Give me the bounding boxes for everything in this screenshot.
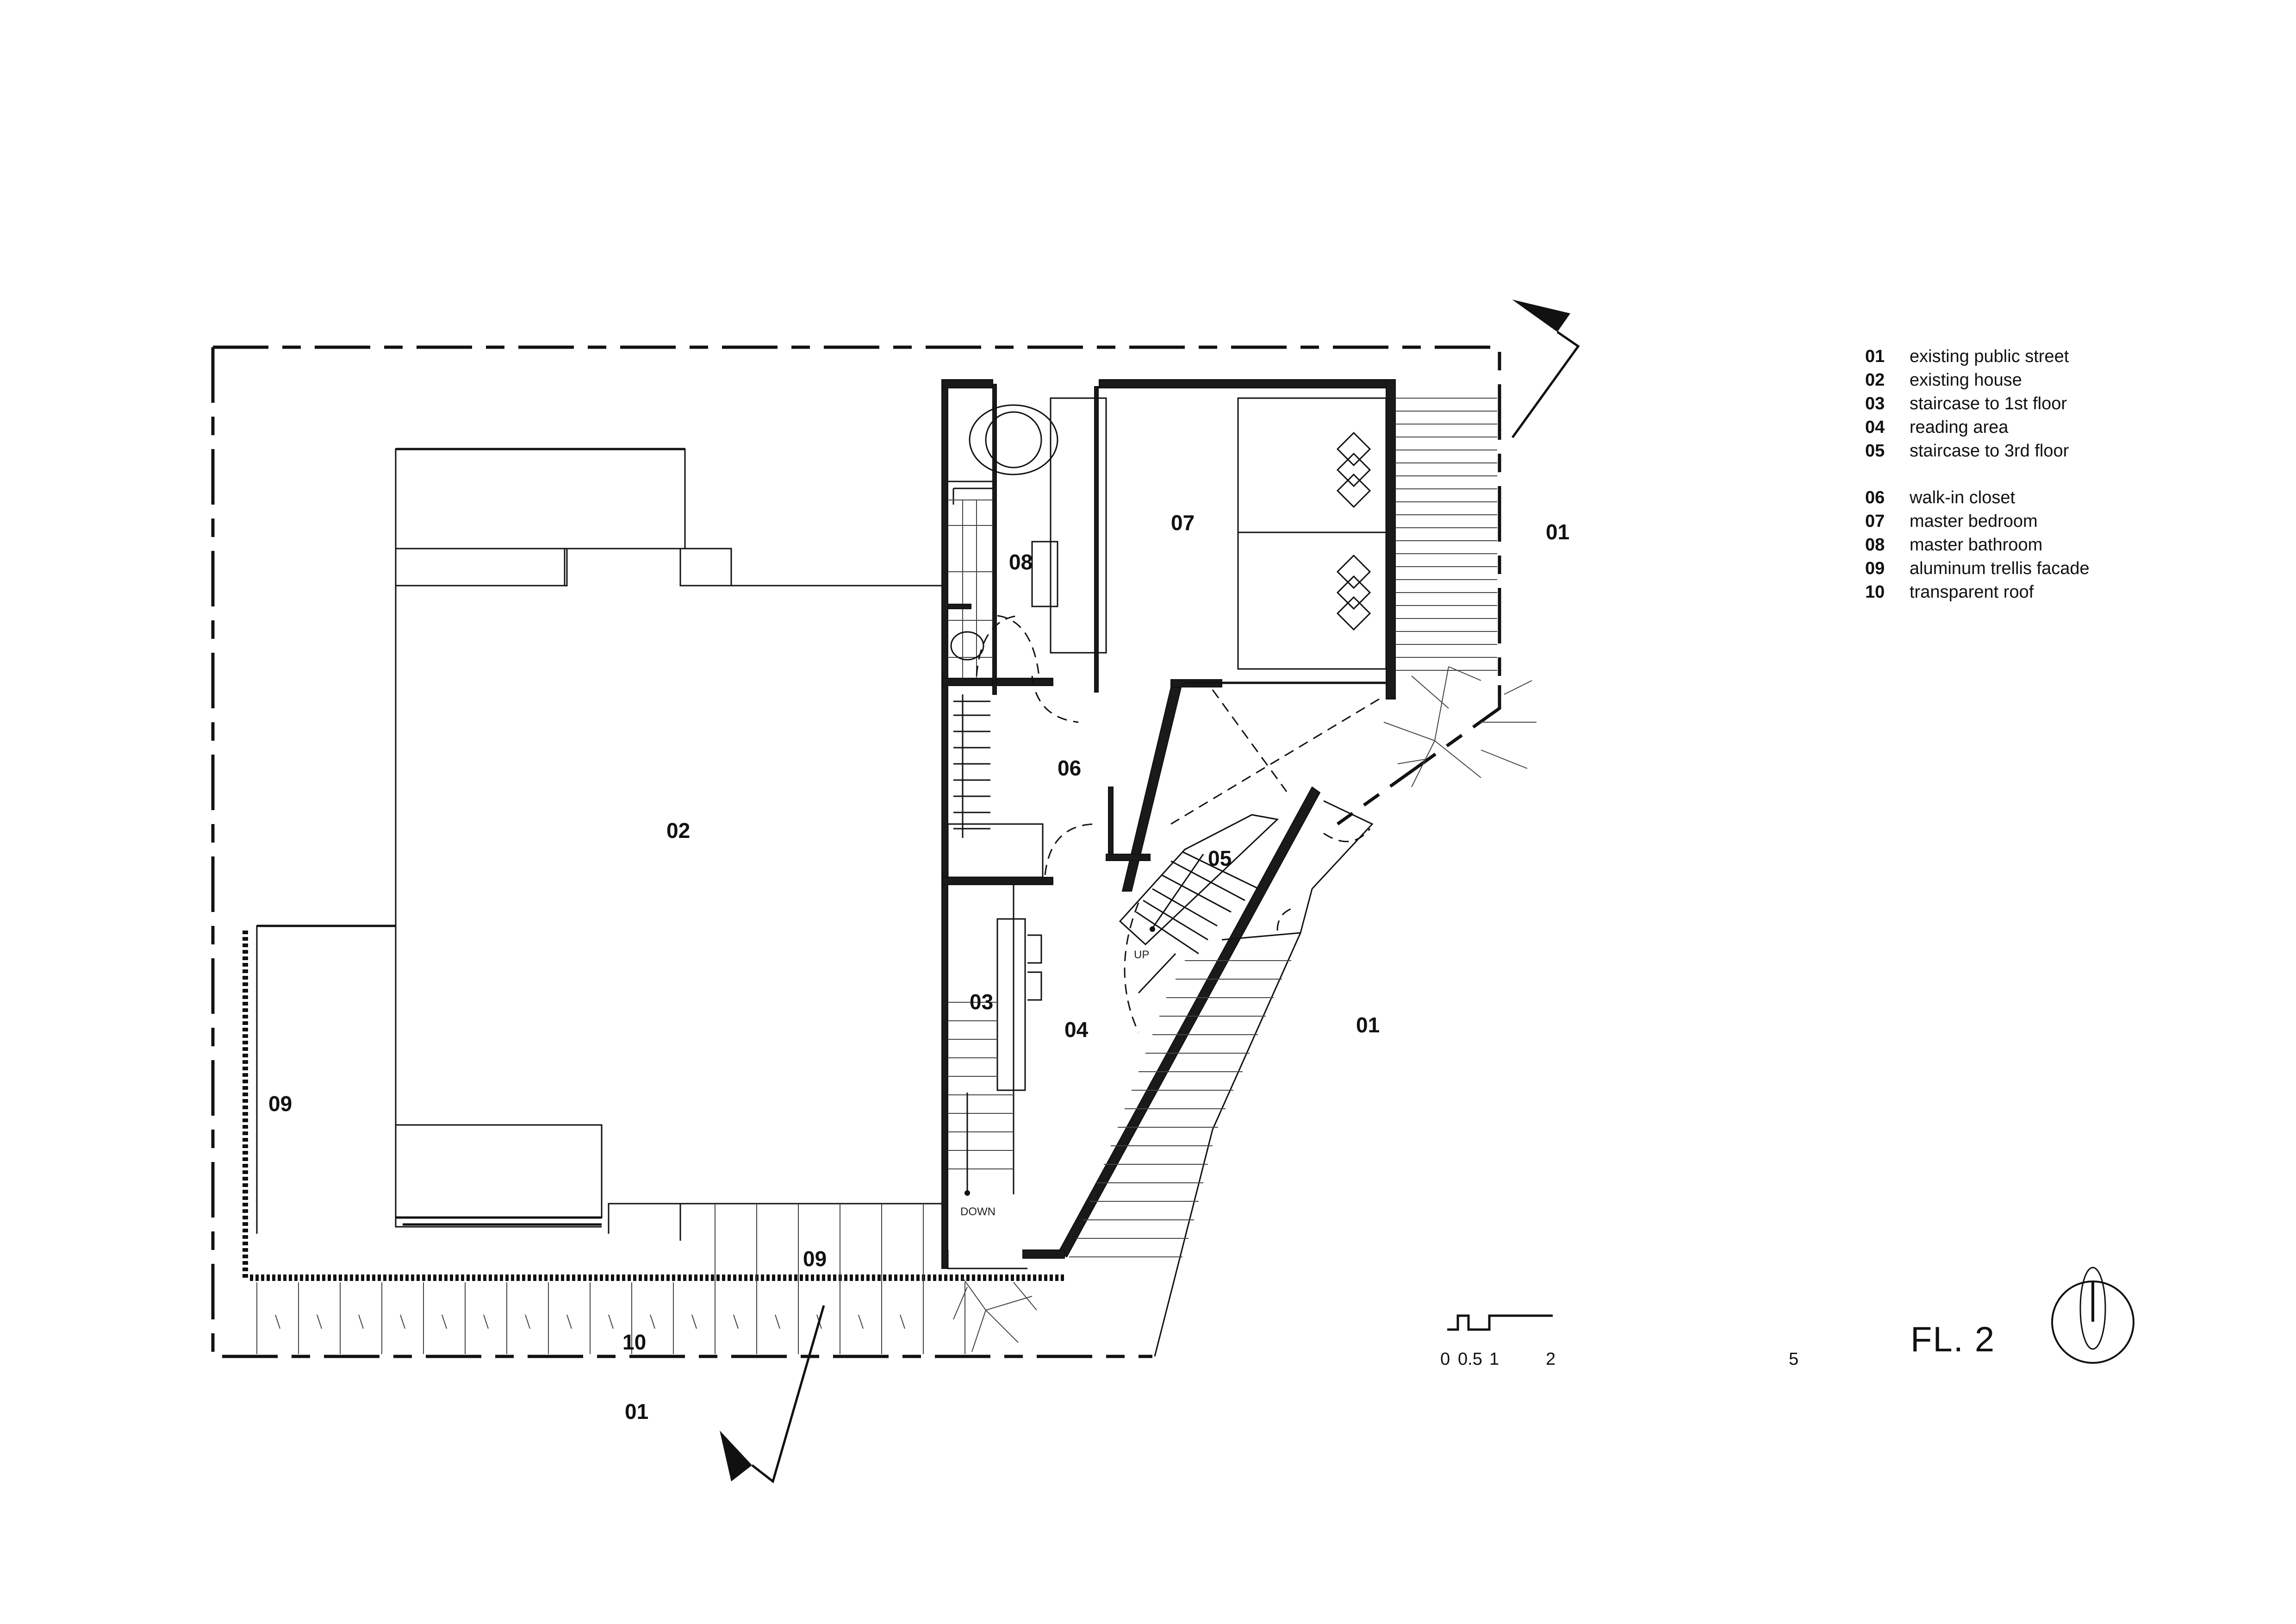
legend-text: master bathroom bbox=[1910, 535, 2043, 555]
scale-bar bbox=[1447, 1314, 1553, 1331]
scale-tick-label: 2 bbox=[1546, 1349, 1556, 1369]
room-label-09-south: 09 bbox=[803, 1247, 827, 1271]
bed bbox=[1031, 397, 1387, 723]
scale-tick-label: 5 bbox=[1789, 1349, 1799, 1369]
legend-number: 07 bbox=[1865, 512, 1885, 531]
legend-text: walk-in closet bbox=[1910, 488, 2016, 507]
deck-slats-right bbox=[1395, 398, 1497, 671]
existing-house-outline bbox=[256, 448, 946, 1241]
trellis-facade bbox=[243, 931, 1064, 1281]
ramp-slats bbox=[1069, 800, 1374, 1357]
staircase-03 bbox=[947, 1002, 1027, 1269]
legend-item: 02 existing house bbox=[1865, 369, 2090, 392]
legend-item: 10 transparent roof bbox=[1865, 581, 2090, 604]
staircase-05 bbox=[1119, 814, 1279, 1033]
section-marker-icon-top bbox=[1511, 300, 1580, 438]
tree-icon bbox=[953, 666, 1537, 1352]
legend-item: 05 staircase to 3rd floor bbox=[1865, 439, 2090, 463]
section-marker-icon-bottom bbox=[720, 1305, 825, 1484]
legend-number: 04 bbox=[1865, 418, 1885, 437]
legend-number: 08 bbox=[1865, 535, 1885, 555]
reading-desk bbox=[996, 884, 1042, 1194]
legend-number: 01 bbox=[1865, 347, 1885, 366]
legend-item: 09 aluminum trellis facade bbox=[1865, 557, 2090, 581]
room-label-06: 06 bbox=[1058, 756, 1081, 780]
legend-item: 08 master bathroom bbox=[1865, 533, 2090, 557]
legend-text: existing public street bbox=[1910, 347, 2069, 366]
bathroom-fixtures bbox=[947, 404, 1058, 678]
void-lines bbox=[1170, 689, 1380, 825]
room-label-04: 04 bbox=[1064, 1018, 1089, 1042]
legend-text: aluminum trellis facade bbox=[1910, 559, 2090, 578]
legend-text: transparent roof bbox=[1910, 582, 2034, 602]
legend-item: 03 staircase to 1st floor bbox=[1865, 392, 2090, 416]
pillows bbox=[1336, 431, 1371, 631]
legend-spacer bbox=[1865, 463, 2090, 486]
room-label-10: 10 bbox=[622, 1330, 646, 1354]
stair-down-label: DOWN bbox=[960, 1206, 996, 1218]
legend-item: 01 existing public street bbox=[1865, 345, 2090, 369]
legend-text: staircase to 1st floor bbox=[1910, 394, 2067, 413]
north-arrow-icon bbox=[2051, 1267, 2134, 1364]
scale-tick-label: 1 bbox=[1489, 1349, 1500, 1369]
legend-text: existing house bbox=[1910, 370, 2022, 390]
legend-text: master bedroom bbox=[1910, 512, 2038, 531]
room-label-09-west: 09 bbox=[268, 1092, 292, 1116]
stair-up-label: UP bbox=[1134, 949, 1149, 961]
closet-rails bbox=[947, 694, 1097, 878]
scale-tick-label: 0 bbox=[1440, 1349, 1450, 1369]
room-labels: 01 01 01 02 03 04 05 06 07 08 09 09 10 U… bbox=[268, 511, 1569, 1424]
legend: 01 existing public street 02 existing hous… bbox=[1865, 345, 2090, 604]
legend-text: reading area bbox=[1910, 418, 2009, 437]
room-label-01-south-east: 01 bbox=[1356, 1013, 1380, 1037]
walls bbox=[941, 379, 1396, 1269]
floor-title: FL. 2 bbox=[1910, 1320, 1996, 1359]
room-label-01-south: 01 bbox=[625, 1399, 648, 1424]
legend-text: staircase to 3rd floor bbox=[1910, 441, 2069, 461]
legend-number: 03 bbox=[1865, 394, 1885, 413]
site-boundary bbox=[211, 345, 1501, 1358]
room-label-07: 07 bbox=[1171, 511, 1195, 535]
legend-item: 07 master bedroom bbox=[1865, 510, 2090, 533]
room-label-03: 03 bbox=[970, 990, 993, 1014]
legend-item: 06 walk-in closet bbox=[1865, 486, 2090, 510]
room-label-02: 02 bbox=[666, 818, 690, 843]
legend-number: 05 bbox=[1865, 441, 1885, 461]
legend-number: 02 bbox=[1865, 370, 1885, 390]
room-label-01-east: 01 bbox=[1546, 520, 1569, 544]
legend-number: 10 bbox=[1865, 582, 1885, 602]
legend-number: 06 bbox=[1865, 488, 1885, 507]
room-label-05: 05 bbox=[1208, 846, 1232, 870]
legend-number: 09 bbox=[1865, 559, 1885, 578]
legend-item: 04 reading area bbox=[1865, 416, 2090, 439]
room-label-08: 08 bbox=[1009, 550, 1033, 574]
scale-tick-label: 0.5 bbox=[1458, 1349, 1482, 1369]
transparent-roof bbox=[256, 1204, 965, 1354]
